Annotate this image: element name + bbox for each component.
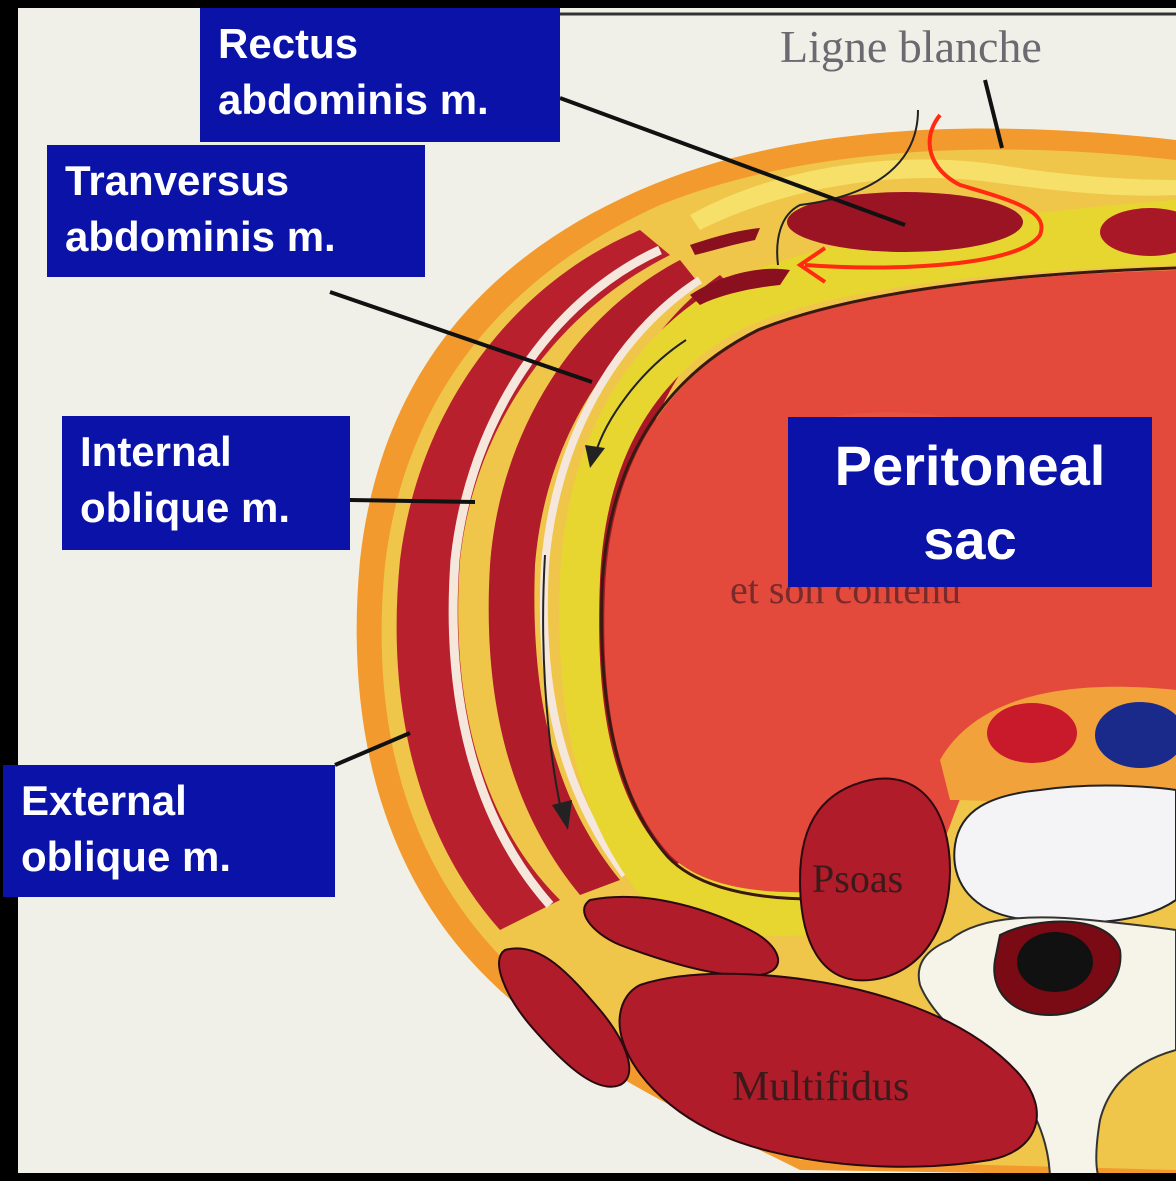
rectus-abdominis-label: Rectus abdominis m.: [200, 8, 560, 142]
vertebral-body: [954, 786, 1176, 923]
internal-oblique-label-line-1: Internal: [80, 424, 332, 480]
internal-oblique-label-line-2: oblique m.: [80, 480, 332, 536]
external-oblique-label-line-2: oblique m.: [21, 829, 317, 885]
external-oblique-label: External oblique m.: [3, 765, 335, 897]
ligne-blanche-text: Ligne blanche: [780, 21, 1042, 72]
aorta: [987, 703, 1077, 763]
rectus-label-line-2: abdominis m.: [218, 72, 542, 128]
spinal-cord: [1017, 932, 1093, 992]
multifidus-text: Multifidus: [732, 1064, 909, 1110]
transversus-abdominis-label: Tranversus abdominis m.: [47, 145, 425, 277]
left-frame-edge: [0, 0, 18, 1181]
rectus-label-line-1: Rectus: [218, 16, 542, 72]
leader-line-internal-oblique: [350, 500, 475, 502]
peritoneal-sac-label: Peritoneal sac: [788, 417, 1152, 587]
peritoneal-label-line-1: Peritoneal: [788, 429, 1152, 503]
external-oblique-label-line-1: External: [21, 773, 317, 829]
bottom-frame-edge: [0, 1173, 1176, 1181]
transversus-label-line-2: abdominis m.: [65, 209, 407, 265]
internal-oblique-label: Internal oblique m.: [62, 416, 350, 550]
peritoneal-label-line-2: sac: [788, 503, 1152, 577]
psoas-text: Psoas: [812, 856, 903, 901]
transversus-label-line-1: Tranversus: [65, 153, 407, 209]
